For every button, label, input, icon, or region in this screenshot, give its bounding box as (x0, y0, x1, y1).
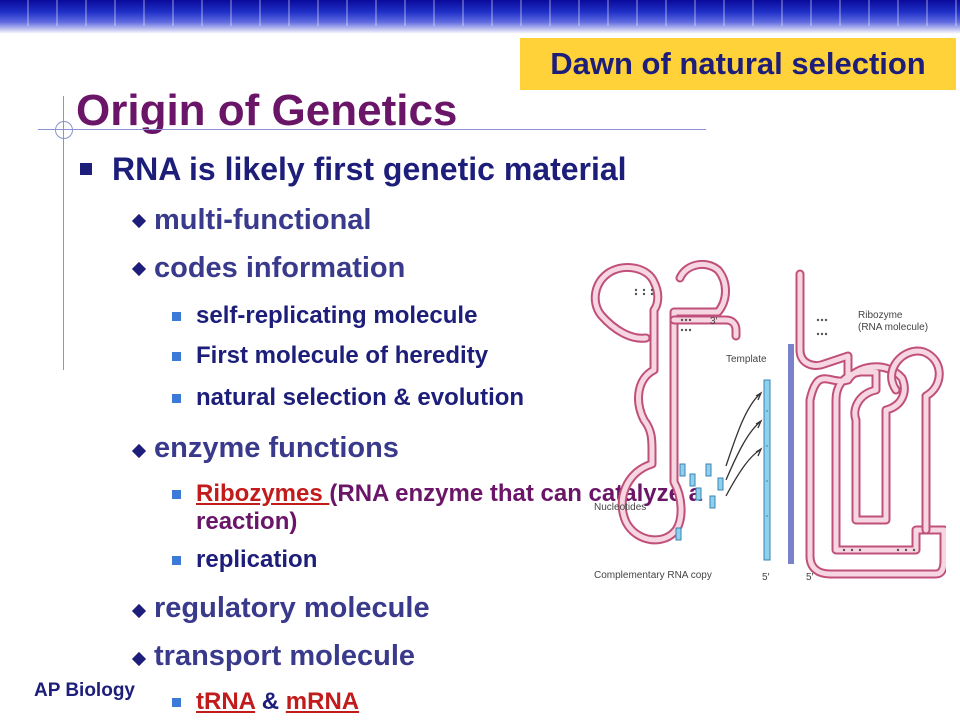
bullet-l3-replication: replication (196, 546, 318, 573)
bullet-l3-self-replicating: self-replicating molecule (196, 302, 478, 329)
bullet-diamond (131, 213, 147, 229)
bullet-small-square (172, 698, 181, 707)
footer-course-label: AP Biology (34, 680, 135, 701)
bullet-diamond (131, 603, 147, 619)
complementary-copy (763, 379, 771, 561)
rna-molecule-label: (RNA molecule) (858, 322, 928, 333)
bullet-small-square (172, 352, 181, 361)
bullet-l2-regulatory: regulatory molecule (154, 592, 430, 624)
top-banner-bar (0, 0, 960, 34)
template-label: Template (726, 354, 767, 365)
bullet-small-square (172, 490, 181, 499)
bullet-l2-multifunctional: multi-functional (154, 204, 372, 236)
bullet-l3-ribozymes: Ribozymes (RNA enzyme that can catalyze … (196, 480, 702, 508)
bullet-l3-natural-selection: natural selection & evolution (196, 384, 525, 411)
three-prime-label: 3′ (710, 316, 718, 327)
rna-strand (590, 260, 946, 579)
five-prime-label-b: 5′ (806, 572, 814, 583)
ampersand: & (255, 688, 286, 715)
bullet-square (80, 163, 92, 175)
ribozymes-definition: (RNA enzyme that can catalyze a (329, 480, 702, 507)
mrna-link[interactable]: mRNA (285, 688, 360, 715)
template-strand (788, 344, 794, 564)
free-nucleotides (675, 463, 724, 541)
bullet-diamond (131, 261, 147, 277)
ribozyme-label: Ribozyme (858, 310, 903, 321)
bullet-diamond (131, 443, 147, 459)
incoming-arrows (725, 391, 763, 497)
bullet-diamond (131, 651, 147, 667)
bullet-small-square (172, 394, 181, 403)
five-prime-label-a: 5′ (762, 572, 770, 583)
ribozyme-diagram: Ribozyme (RNA molecule) Template Nucleot… (590, 260, 946, 583)
crosshair-decoration (55, 121, 73, 139)
bullet-l3-trna-mrna: tRNA & mRNA (196, 688, 359, 716)
bullet-small-square (172, 556, 181, 565)
trna-link[interactable]: tRNA (196, 688, 256, 715)
bullet-l1-rna-first: RNA is likely first genetic material (112, 151, 627, 187)
margin-rule (63, 96, 64, 370)
bullet-l2-transport: transport molecule (154, 640, 416, 672)
section-tag: Dawn of natural selection (520, 38, 956, 90)
bullet-l2-codes-information: codes information (154, 252, 406, 284)
slide-title: Origin of Genetics (76, 86, 458, 135)
complementary-rna-label: Complementary RNA copy (594, 570, 712, 581)
nucleotides-label: Nucleotides (594, 502, 646, 513)
ribozymes-definition-cont: reaction) (196, 508, 298, 535)
bullet-l2-enzyme-functions: enzyme functions (154, 432, 399, 464)
ribozymes-link[interactable]: Ribozymes (196, 480, 330, 507)
title-rule (38, 129, 706, 130)
base-pair-marks (634, 288, 916, 552)
bullet-l3-first-molecule: First molecule of heredity (196, 342, 489, 369)
bullet-small-square (172, 312, 181, 321)
